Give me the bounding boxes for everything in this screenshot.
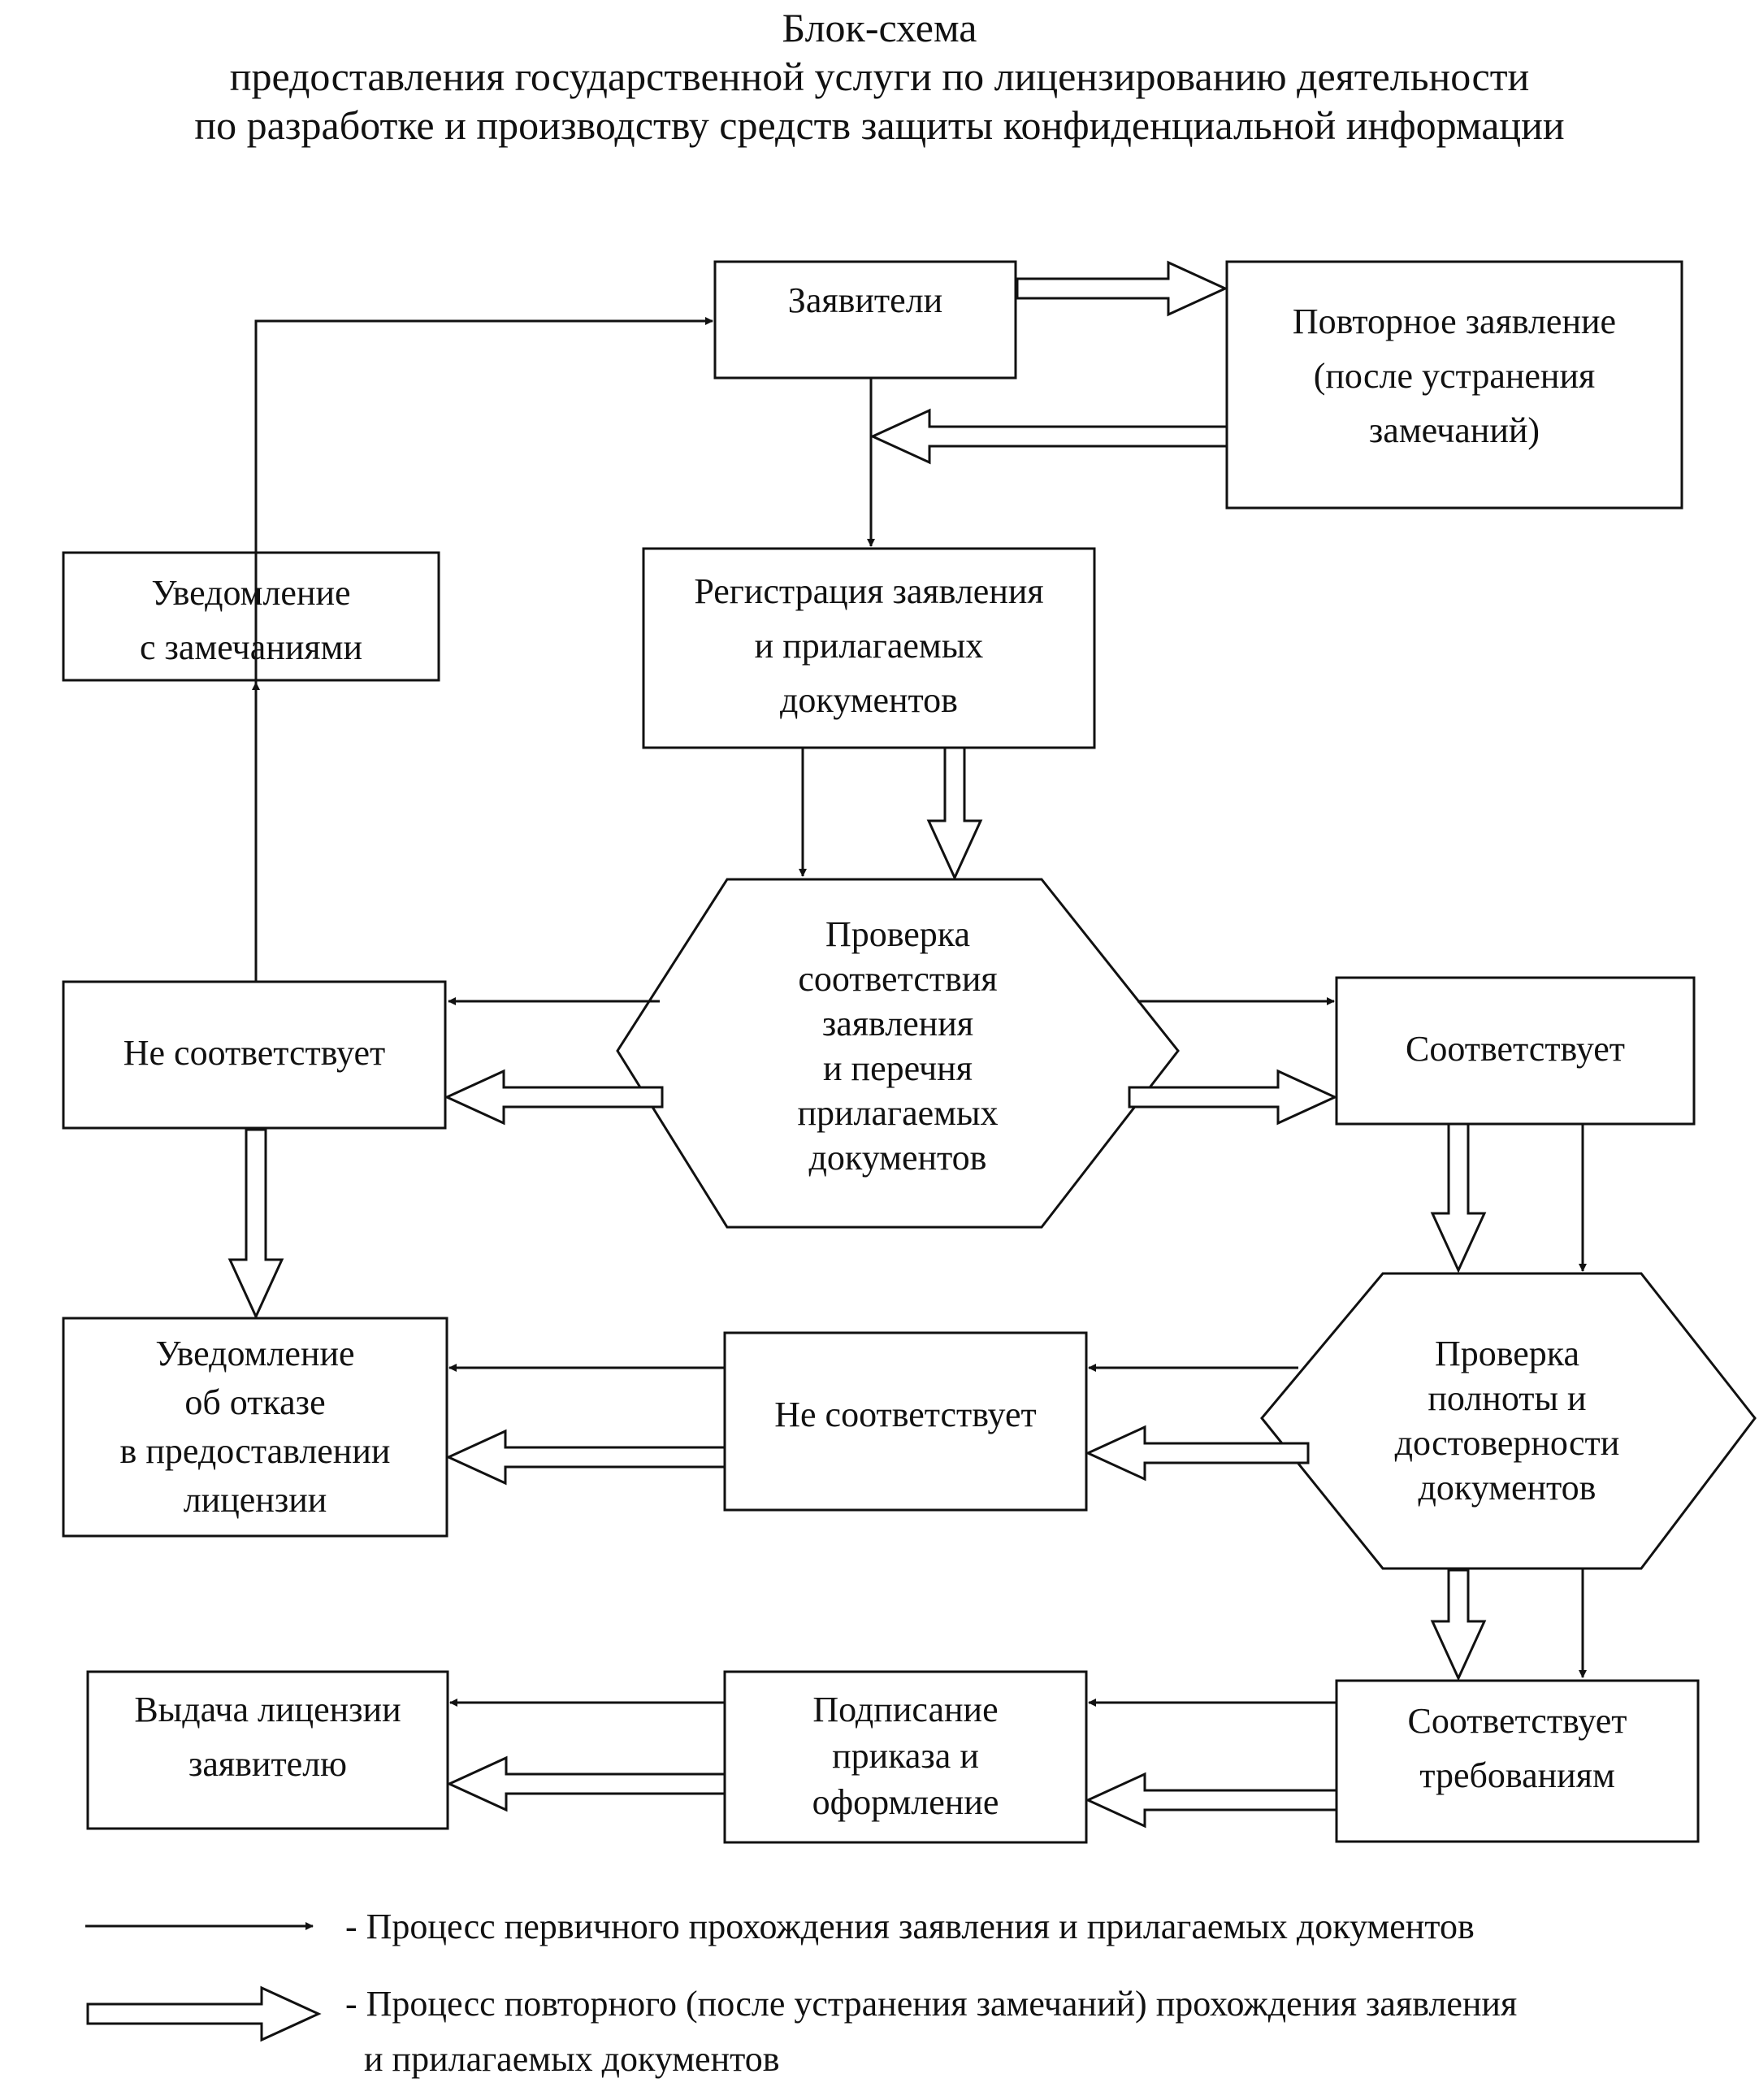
check-conformity-hexagon-label-line: и перечня [823, 1048, 973, 1088]
block-arrow-notconform-to-refusal [227, 1128, 284, 1320]
refusal-notice-box-label-line: Уведомление [155, 1334, 354, 1373]
refusal-notice-box: Уведомление об отказе в предоставлении лице… [62, 1317, 448, 1538]
registration-box-label: Регистрация заявления и прилагаемых докуме… [694, 571, 1043, 720]
legend: - Процесс первичного прохождения заявлен… [85, 1907, 1517, 2079]
notice-remarks-box: Уведомление с замечаниями [62, 551, 440, 682]
registration-box-label-line: Регистрация заявления [694, 571, 1043, 611]
not-conform-box-1-box [62, 980, 447, 1130]
notice-remarks-box-label-line: с замечаниями [140, 627, 362, 667]
legend-repeat-label-line-2: и прилагаемых документов [364, 2039, 780, 2079]
conform-box-1-label-line: Соответствует [1406, 1029, 1625, 1069]
flowchart-arrows [227, 260, 1587, 1829]
conform-box-1: Соответствует [1335, 976, 1696, 1126]
sign-order-box-label-line: приказа и [832, 1736, 979, 1776]
block-arrow-completeness-to-notconform-2 [1085, 1425, 1310, 1482]
block-arrow-notconform-2-to-refusal [445, 1429, 726, 1486]
check-completeness-hexagon: Проверка полноты и достоверности документов [1260, 1272, 1757, 1570]
check-conformity-hexagon-label-line: соответствия [798, 959, 997, 999]
refusal-notice-box-label-line: в предоставлении [120, 1431, 391, 1471]
refusal-notice-box-label-line: лицензии [184, 1480, 327, 1520]
applicants-box: Заявители [713, 260, 1017, 380]
block-arrow-check-to-notconform-1 [444, 1069, 664, 1126]
check-conformity-hexagon: Проверка соответствия заявления и перечня пр… [616, 878, 1180, 1229]
not-conform-box-1-label: Не соответствует [123, 1033, 386, 1073]
check-completeness-hexagon-label-line: документов [1419, 1468, 1597, 1508]
sign-order-box-box [723, 1670, 1088, 1844]
notice-remarks-box-box [62, 551, 440, 682]
check-completeness-hexagon-label: Проверка полноты и достоверности документов [1395, 1334, 1620, 1508]
not-conform-box-2-label-line: Не соответствует [774, 1395, 1037, 1434]
sign-order-box-label-line: Подписание [812, 1690, 998, 1729]
applicants-box-label-line: Заявители [788, 280, 942, 320]
reapplication-box-label: Повторное заявление (после устранения заме… [1293, 302, 1616, 450]
issue-license-box-label-line: заявителю [188, 1744, 347, 1784]
issue-license-box-label: Выдача лицензии заявителю [134, 1690, 401, 1784]
not-conform-box-2: Не соответствует [723, 1331, 1088, 1512]
block-arrow-check-to-conform-1 [1128, 1069, 1338, 1126]
block-arrow-completeness-to-meets [1430, 1568, 1487, 1681]
registration-box-label-line: документов [780, 680, 958, 720]
legend-primary-label: - Процесс первичного прохождения заявлен… [345, 1907, 1475, 1946]
notice-remarks-box-label: Уведомление с замечаниями [140, 573, 362, 667]
issue-license-box-box [86, 1670, 449, 1830]
conform-box-1-box [1335, 976, 1696, 1126]
not-conform-box-2-box [723, 1331, 1088, 1512]
title-line-3: по разработке и производству средств защ… [194, 102, 1565, 148]
refusal-notice-box-box [62, 1317, 448, 1538]
reapplication-box-label-line: Повторное заявление [1293, 302, 1616, 341]
block-arrow-conform-to-completeness [1430, 1122, 1487, 1273]
not-conform-box-1-label-line: Не соответствует [123, 1033, 386, 1073]
reapplication-box: Повторное заявление (после устранения заме… [1225, 260, 1683, 510]
meets-requirements-box-label-line: Соответствует [1407, 1701, 1627, 1741]
reapplication-box-label-line: замечаний) [1369, 410, 1540, 450]
block-arrow-reapplication-to-applicants [869, 408, 1228, 465]
block-arrow-applicants-to-reapplication [1016, 260, 1228, 317]
title-line-2: предоставления государственной услуги по… [229, 54, 1530, 99]
check-conformity-hexagon-hexagon [616, 878, 1180, 1229]
check-completeness-hexagon-hexagon [1260, 1272, 1757, 1570]
block-arrow-meets-to-sign [1085, 1772, 1338, 1829]
check-conformity-hexagon-label-line: Проверка [825, 914, 970, 954]
diagram-title: Блок-схема предоставления государственно… [0, 0, 1759, 150]
notice-remarks-box-label-line: Уведомление [151, 573, 350, 613]
check-conformity-hexagon-label-line: заявления [822, 1004, 973, 1043]
check-completeness-hexagon-label-line: достоверности [1395, 1423, 1620, 1463]
reapplication-box-box [1225, 260, 1683, 510]
issue-license-box-label-line: Выдача лицензии [134, 1690, 401, 1729]
check-completeness-hexagon-label-line: Проверка [1435, 1334, 1579, 1373]
check-conformity-hexagon-label-line: прилагаемых [797, 1093, 998, 1133]
applicants-box-box [713, 260, 1017, 380]
meets-requirements-box-label-line: требованиям [1419, 1755, 1615, 1795]
meets-requirements-box: Соответствует требованиям [1335, 1679, 1700, 1843]
applicants-box-label: Заявители [788, 280, 942, 320]
registration-box-box [642, 547, 1096, 749]
sign-order-box-label: Подписание приказа и оформление [812, 1690, 999, 1822]
registration-box-label-line: и прилагаемых [755, 626, 984, 666]
block-arrow-registration-to-check [926, 746, 983, 881]
check-conformity-hexagon-label: Проверка соответствия заявления и перечня пр… [797, 914, 998, 1178]
meets-requirements-box-label: Соответствует требованиям [1407, 1701, 1627, 1795]
refusal-notice-box-label: Уведомление об отказе в предоставлении лице… [120, 1334, 391, 1520]
legend-repeat-label-line-1: - Процесс повторного (после устранения з… [345, 1984, 1517, 2024]
registration-box: Регистрация заявления и прилагаемых докуме… [642, 547, 1096, 749]
check-conformity-hexagon-label-line: документов [809, 1138, 987, 1178]
issue-license-box: Выдача лицензии заявителю [86, 1670, 449, 1830]
block-arrow-sign-to-issue [446, 1755, 726, 1812]
not-conform-box-2-label: Не соответствует [774, 1395, 1037, 1434]
not-conform-box-1: Не соответствует [62, 980, 447, 1130]
legend-block-arrow [86, 1985, 322, 2042]
refusal-notice-box-label-line: об отказе [184, 1382, 325, 1422]
conform-box-1-label: Соответствует [1406, 1029, 1625, 1069]
meets-requirements-box-box [1335, 1679, 1700, 1843]
reapplication-box-label-line: (после устранения [1314, 356, 1596, 396]
check-completeness-hexagon-label-line: полноты и [1428, 1378, 1586, 1418]
title-line-1: Блок-схема [782, 5, 977, 50]
sign-order-box: Подписание приказа и оформление [723, 1670, 1088, 1844]
sign-order-box-label-line: оформление [812, 1782, 999, 1822]
